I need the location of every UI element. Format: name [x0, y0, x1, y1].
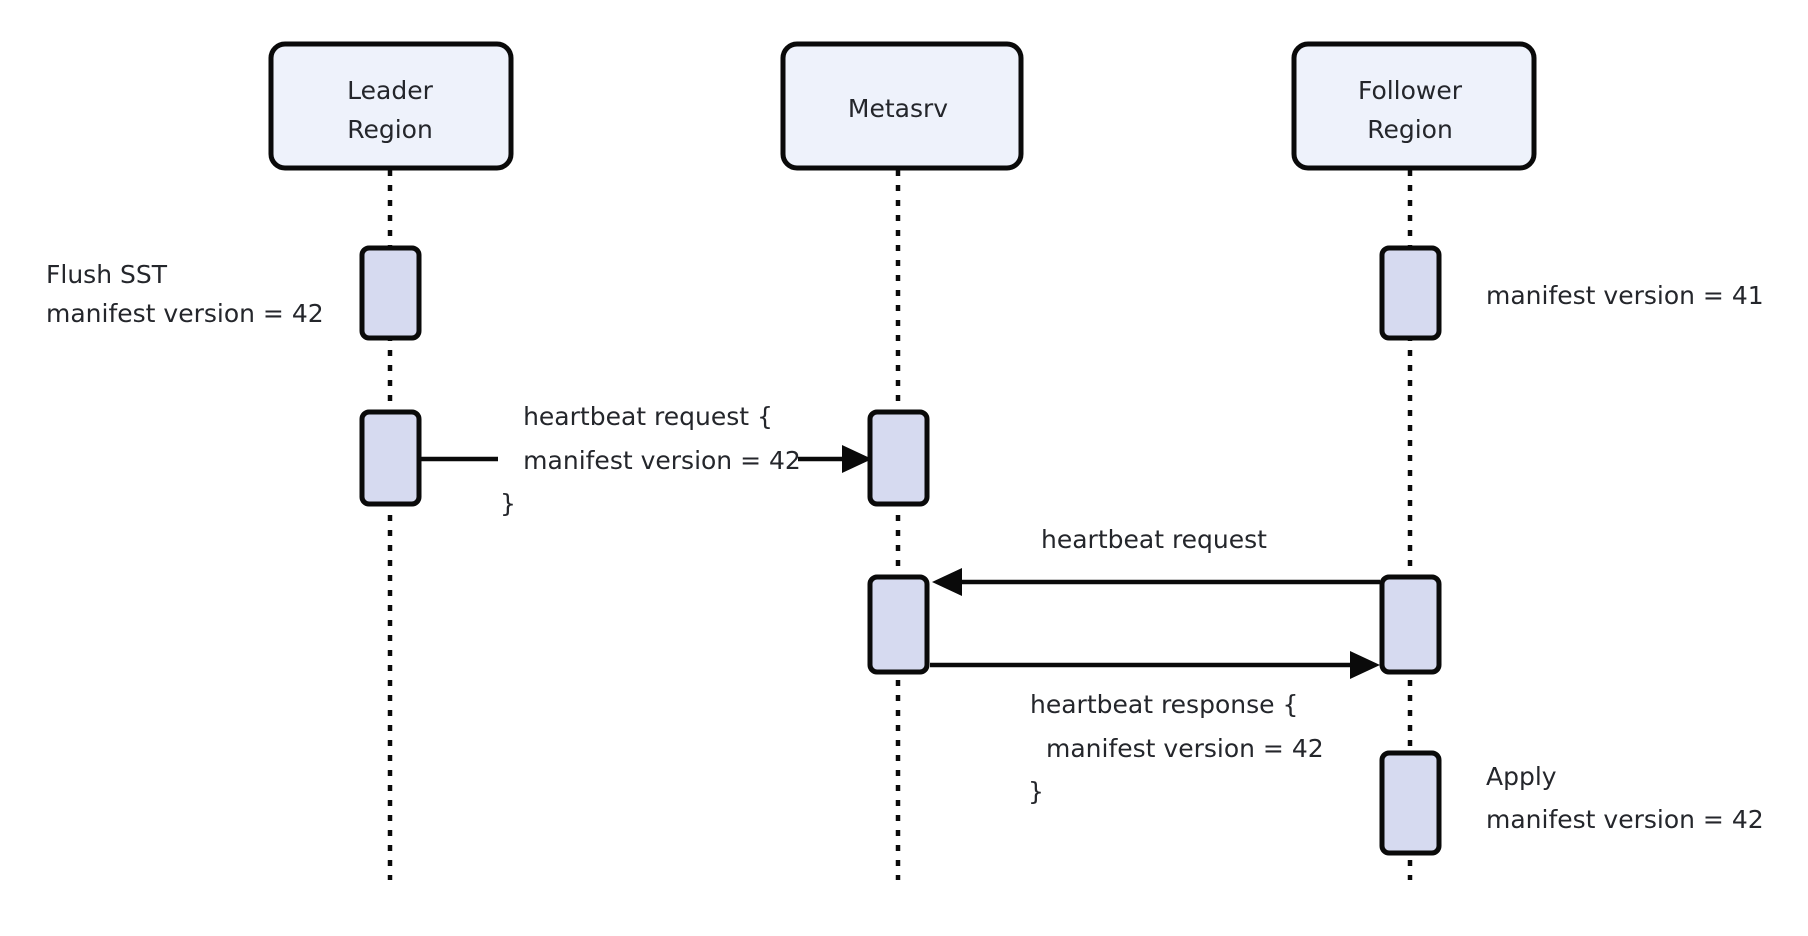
message-label-1-line2: manifest version = 42	[523, 446, 801, 475]
note-flush-line2: manifest version = 42	[46, 299, 324, 328]
activation-follower-apply	[1379, 750, 1442, 856]
actor-follower-region[interactable]: Follower Region	[1291, 41, 1537, 171]
arrowhead-left-2	[932, 568, 962, 596]
actor-label-follower-line1: Follower	[1358, 76, 1463, 105]
message-label-3-line3: }	[1028, 777, 1044, 806]
actor-label-leader-line1: Leader	[347, 76, 433, 105]
message-label-1-line1: heartbeat request {	[523, 402, 773, 431]
note-follower-manifest-version: manifest version = 41	[1486, 281, 1764, 310]
message-heartbeat-request-leader-to-metasrv[interactable]: heartbeat request { manifest version = 4…	[421, 402, 872, 518]
note-apply-line1: Apply	[1486, 762, 1557, 791]
activation-follower-heartbeat	[1379, 574, 1442, 675]
activation-leader-flush	[359, 245, 422, 341]
label-backdrop-1	[498, 440, 798, 478]
arrowhead-right-3	[1350, 651, 1380, 679]
message-label-2-line1: heartbeat request	[1041, 525, 1267, 554]
message-label-1-line3: }	[500, 489, 516, 518]
message-label-3-line1: heartbeat response {	[1030, 690, 1298, 719]
activation-metasrv-leader-heartbeat	[867, 409, 930, 507]
message-heartbeat-request-follower-to-metasrv[interactable]: heartbeat request	[932, 525, 1380, 596]
message-label-3-line2: manifest version = 42	[1046, 734, 1324, 763]
note-apply-manifest: Apply manifest version = 42	[1486, 762, 1764, 834]
note-flush-sst: Flush SST manifest version = 42	[46, 260, 324, 328]
note-follower-version-line1: manifest version = 41	[1486, 281, 1764, 310]
actor-label-follower-line2: Region	[1367, 115, 1453, 144]
actor-leader-region[interactable]: Leader Region	[268, 41, 514, 171]
arrowhead-right-1	[842, 445, 872, 473]
activation-follower-initial	[1379, 245, 1442, 341]
note-apply-line2: manifest version = 42	[1486, 805, 1764, 834]
actor-box-metasrv	[780, 41, 1024, 171]
actor-box-follower	[1291, 41, 1537, 171]
message-heartbeat-response-metasrv-to-follower[interactable]: heartbeat response { manifest version = …	[930, 651, 1380, 806]
actor-label-metasrv-line1: Metasrv	[848, 94, 948, 123]
actor-label-leader-line2: Region	[347, 115, 433, 144]
actor-box-leader	[268, 41, 514, 171]
activation-leader-heartbeat	[359, 409, 422, 507]
actor-metasrv[interactable]: Metasrv	[780, 41, 1024, 171]
note-flush-line1: Flush SST	[46, 260, 168, 289]
activation-metasrv-follower-heartbeat	[867, 574, 930, 675]
